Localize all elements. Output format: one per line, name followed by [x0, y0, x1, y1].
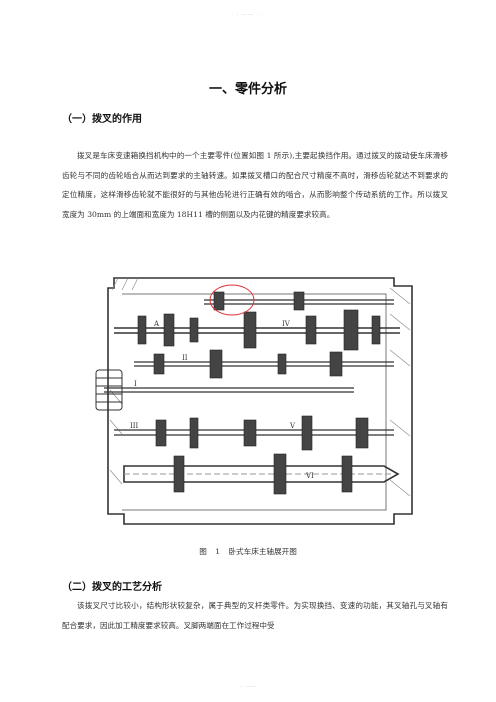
paragraph-process-analysis: 该拨叉尺寸比较小，结构形状较复杂，属于典型的叉杆类零件。为实现换挡、变速的功能，… [62, 601, 448, 630]
section-heading-function: （一）拨叉的作用 [62, 114, 142, 125]
label-shaft-iii: III [130, 422, 139, 430]
label-shaft-i: I [134, 380, 137, 388]
section-heading-process-analysis: （二）拨叉的工艺分析 [62, 582, 162, 593]
page-footer-mark: · · —— [239, 684, 257, 690]
label-shaft-ii: II [182, 354, 188, 362]
figure-caption: 图 1 卧式车床主轴展开图 [199, 547, 297, 556]
page-title: 一、零件分析 [208, 82, 287, 97]
page-header-mark: · · —— · · [231, 12, 265, 18]
label-shaft-a: A [153, 320, 160, 328]
gearbox-drawing: A IV II I III V VI [95, 277, 413, 525]
label-shaft-iv: IV [282, 320, 291, 328]
paragraph-function: 拨叉是车床变速箱换挡机构中的一个主要零件(位置如图 1 所示),主要起换挡作用。… [62, 151, 448, 219]
label-shaft-v: V [289, 422, 296, 430]
label-shaft-vi: VI [305, 472, 314, 480]
gearbox-drawing-figure: A IV II I III V VI [94, 270, 420, 532]
